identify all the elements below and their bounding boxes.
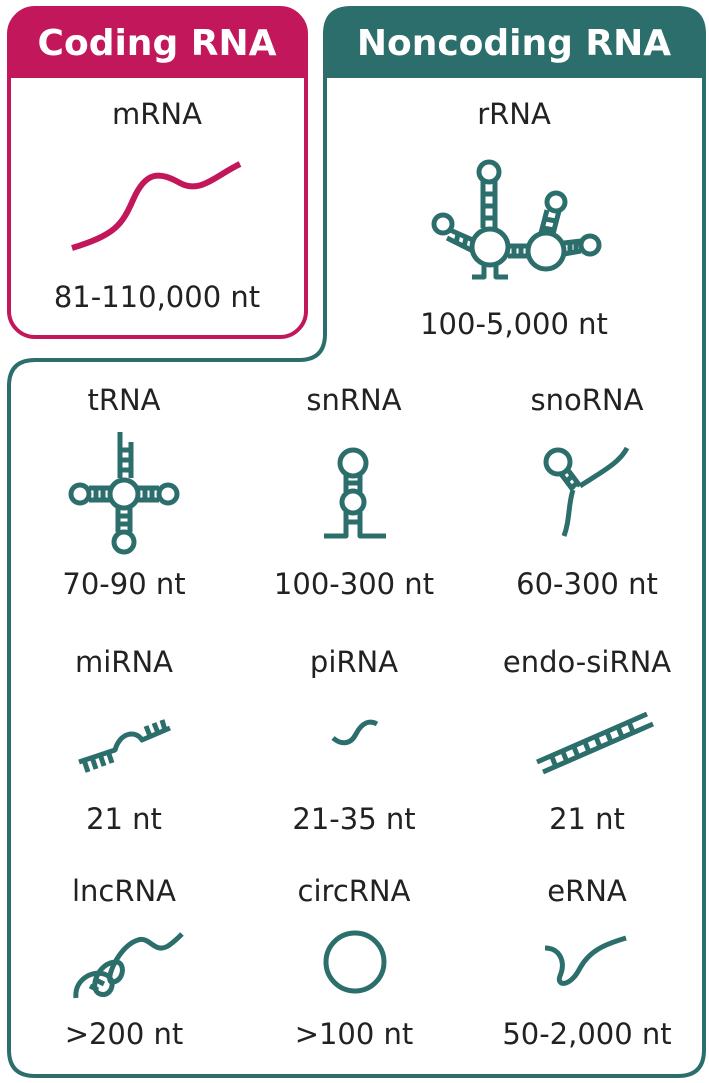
lncrna-folded-icon — [73, 932, 184, 999]
snrna-name: snRNA — [306, 383, 401, 417]
noncoding-panel-border — [7, 6, 706, 1078]
snorna-loop-icon — [543, 446, 630, 537]
rrna-structure-icon — [431, 159, 602, 280]
rrna-length: 100-5,000 nt — [420, 307, 608, 341]
coding-rna-panel: Coding RNA mRNA 81-110,000 nt — [7, 6, 308, 339]
coding-panel-header-bg — [9, 8, 306, 78]
endo-sirna-name: endo-siRNA — [503, 645, 671, 679]
noncoding-rna-panel: Noncoding RNA rRNA 100-5,000 nt tRNA — [7, 6, 706, 1078]
mirna-name: miRNA — [75, 645, 173, 679]
erna-strand-icon — [544, 935, 627, 986]
mirna-duplex-icon — [78, 719, 171, 773]
erna-name: eRNA — [547, 874, 627, 908]
mrna-name: mRNA — [112, 97, 202, 131]
erna-length: 50-2,000 nt — [502, 1017, 671, 1051]
mrna-strand-icon — [71, 161, 242, 251]
pirna-strand-icon — [331, 719, 379, 746]
circrna-length: >100 nt — [295, 1017, 414, 1051]
coding-panel-title: Coding RNA — [38, 23, 277, 64]
trna-cloverleaf-icon — [68, 432, 180, 555]
noncoding-panel-title: Noncoding RNA — [357, 23, 671, 64]
circrna-ring-icon — [323, 930, 387, 994]
endo-sirna-duplex-icon — [536, 711, 654, 775]
noncoding-panel-header-bg — [325, 8, 704, 78]
snorna-length: 60-300 nt — [516, 567, 658, 601]
coding-panel-border — [7, 6, 308, 339]
trna-name: tRNA — [87, 383, 160, 417]
trna-length: 70-90 nt — [62, 567, 185, 601]
circrna-name: circRNA — [298, 874, 411, 908]
pirna-name: piRNA — [310, 645, 398, 679]
pirna-length: 21-35 nt — [292, 802, 415, 836]
lncrna-length: >200 nt — [65, 1017, 184, 1051]
snrna-hairpin-icon — [324, 447, 386, 539]
mirna-length: 21 nt — [86, 802, 162, 836]
endo-sirna-length: 21 nt — [549, 802, 625, 836]
rrna-name: rRNA — [477, 97, 551, 131]
snorna-name: snoRNA — [531, 383, 644, 417]
mrna-length: 81-110,000 nt — [54, 280, 260, 314]
lncrna-name: lncRNA — [72, 874, 176, 908]
snrna-length: 100-300 nt — [274, 567, 434, 601]
